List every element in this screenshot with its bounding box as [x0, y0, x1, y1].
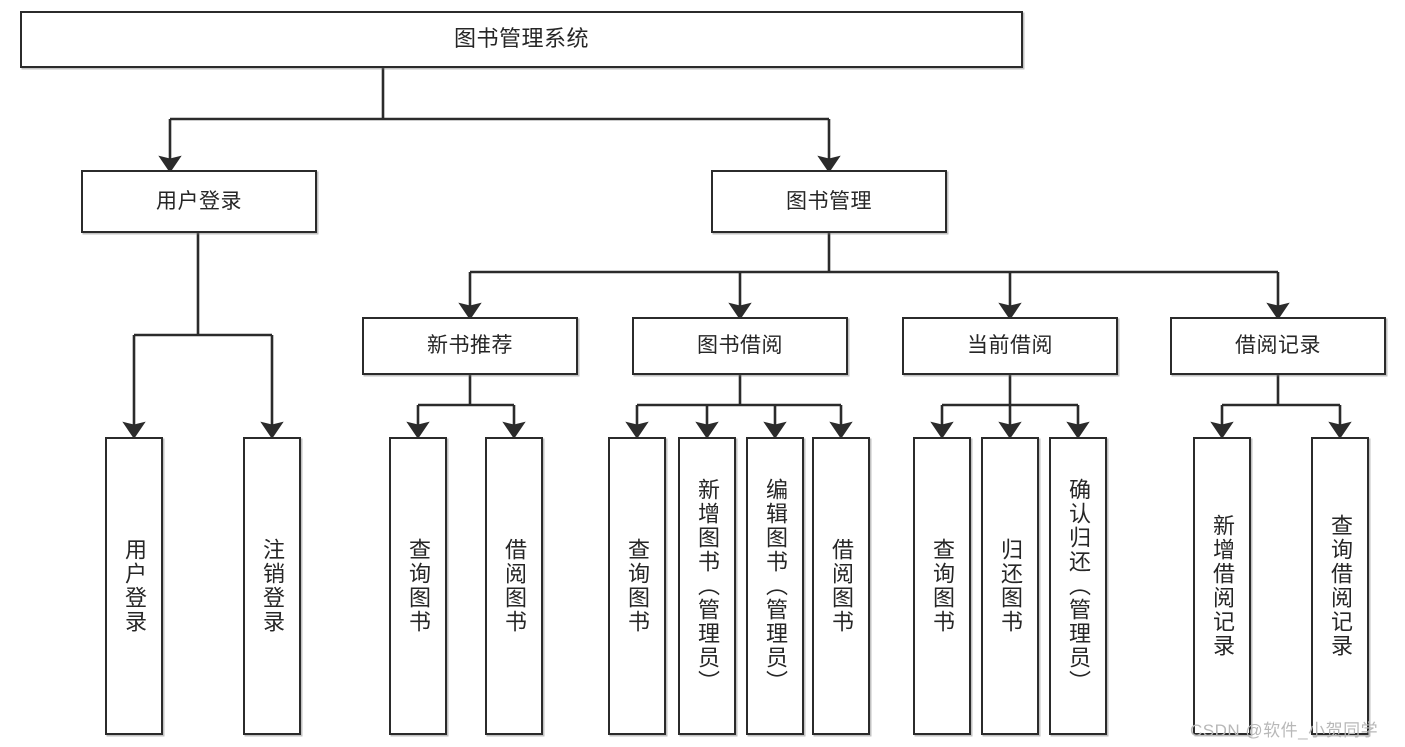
node-records-label: 借阅记录 [1235, 334, 1321, 358]
node-leaf-7-label: 编辑图书（管理员） [763, 478, 788, 694]
node-leaf-13[interactable]: 查询借阅记录 [1311, 437, 1369, 735]
node-leaf-12-label: 新增借阅记录 [1210, 514, 1235, 658]
node-leaf-2[interactable]: 注销登录 [243, 437, 301, 735]
node-leaf-9[interactable]: 查询图书 [913, 437, 971, 735]
node-root[interactable]: 图书管理系统 [20, 11, 1023, 68]
node-leaf-4-label: 借阅图书 [502, 538, 527, 634]
node-current[interactable]: 当前借阅 [902, 317, 1118, 375]
node-newbook[interactable]: 新书推荐 [362, 317, 578, 375]
node-leaf-11-label: 确认归还（管理员） [1066, 478, 1091, 694]
node-login-label: 用户登录 [156, 189, 242, 213]
node-leaf-13-label: 查询借阅记录 [1328, 514, 1353, 658]
node-leaf-5[interactable]: 查询图书 [608, 437, 666, 735]
node-leaf-10[interactable]: 归还图书 [981, 437, 1039, 735]
node-borrow[interactable]: 图书借阅 [632, 317, 848, 375]
node-leaf-5-label: 查询图书 [625, 538, 650, 634]
node-current-label: 当前借阅 [967, 334, 1053, 358]
node-leaf-3-label: 查询图书 [406, 538, 431, 634]
node-bookmgmt-label: 图书管理 [786, 189, 872, 213]
node-leaf-8-label: 借阅图书 [829, 538, 854, 634]
node-leaf-8[interactable]: 借阅图书 [812, 437, 870, 735]
node-leaf-10-label: 归还图书 [998, 538, 1023, 634]
node-leaf-4[interactable]: 借阅图书 [485, 437, 543, 735]
node-bookmgmt[interactable]: 图书管理 [711, 170, 947, 233]
node-login[interactable]: 用户登录 [81, 170, 317, 233]
node-leaf-7[interactable]: 编辑图书（管理员） [746, 437, 804, 735]
node-leaf-3[interactable]: 查询图书 [389, 437, 447, 735]
node-root-label: 图书管理系统 [453, 26, 589, 52]
node-leaf-11[interactable]: 确认归还（管理员） [1049, 437, 1107, 735]
node-leaf-1-label: 用户登录 [122, 538, 147, 634]
node-leaf-12[interactable]: 新增借阅记录 [1193, 437, 1251, 735]
node-borrow-label: 图书借阅 [697, 334, 783, 358]
node-leaf-9-label: 查询图书 [930, 538, 955, 634]
node-newbook-label: 新书推荐 [427, 334, 513, 358]
node-leaf-6-label: 新增图书（管理员） [695, 478, 720, 694]
node-records[interactable]: 借阅记录 [1170, 317, 1386, 375]
node-leaf-1[interactable]: 用户登录 [105, 437, 163, 735]
node-leaf-6[interactable]: 新增图书（管理员） [678, 437, 736, 735]
node-leaf-2-label: 注销登录 [260, 538, 285, 634]
